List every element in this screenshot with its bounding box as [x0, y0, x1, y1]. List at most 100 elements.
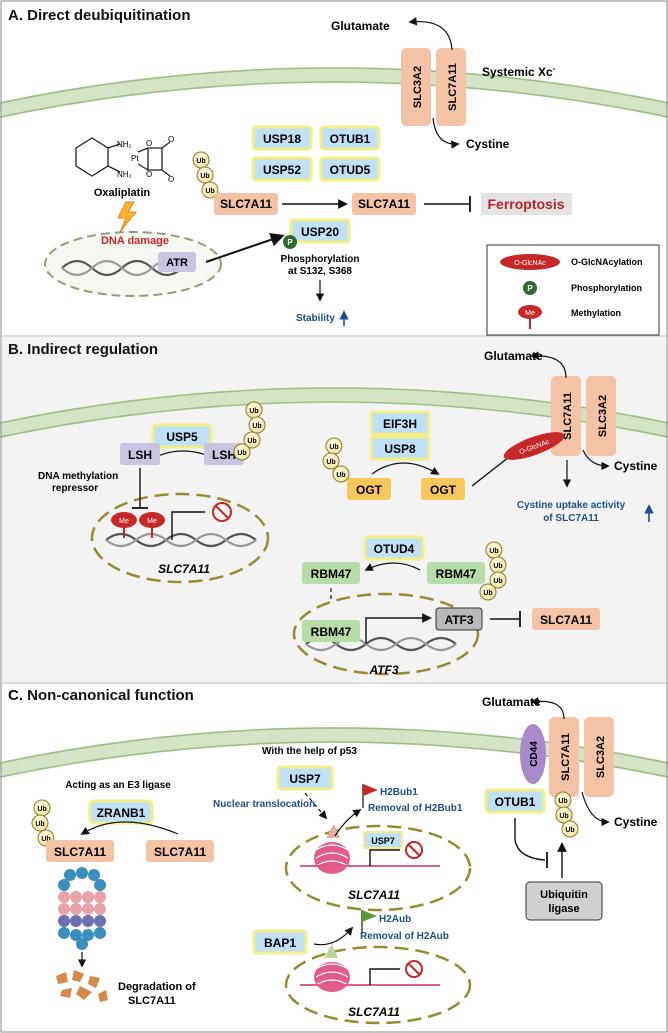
ub-label: Ub	[493, 578, 502, 585]
oglcnac-modification-icon	[503, 432, 565, 460]
atr-label: ATR	[166, 257, 188, 269]
slc7a11-target-box	[532, 608, 600, 630]
otud4-box	[363, 535, 425, 561]
slc7a11-stable-label: SLC7A11	[358, 197, 410, 211]
ub-label: Ub	[483, 590, 492, 597]
gene-slc7a11-c1-label: SLC7A11	[348, 888, 400, 902]
glutamate-b-label: Glutamate	[484, 349, 543, 363]
gene-slc7a11-c2-label: SLC7A11	[348, 1005, 400, 1019]
slc3a2-label: SLC3A2	[412, 66, 424, 108]
lsh-right-box	[204, 443, 244, 465]
no-transcription-icon	[405, 960, 423, 978]
dna-damage-label: DNA damage	[101, 235, 169, 247]
slc3a2-transporter-b	[586, 376, 616, 456]
methylation-legend-label: Me	[525, 310, 535, 317]
membrane-edge	[0, 81, 668, 118]
panel-a: A. Direct deubiquitination SLC3A2 SLC7A1…	[0, 2, 668, 336]
nh2-text: NH₂	[117, 170, 132, 179]
otub1-c-label: OTUB1	[495, 795, 536, 809]
slc7a11-ubiquitinated-box	[214, 193, 278, 215]
h2aub-removal-arrow	[313, 926, 354, 946]
oglcnac-legend-label: O-GlcNAc	[514, 260, 546, 267]
bap1-label: BAP1	[264, 936, 296, 950]
removal-h2aub-label: Removal of H2Aub	[360, 931, 449, 942]
removal-h2bub1-label: Removal of H2Bub1	[368, 803, 463, 814]
usp7-box	[276, 765, 334, 791]
me-label: Me	[119, 518, 129, 525]
glutamate-export-arrow-c	[530, 697, 565, 720]
ub-label: Ub	[37, 806, 46, 813]
lsh-right-label: LSH	[212, 448, 236, 462]
ogt-right-label: OGT	[430, 483, 457, 497]
atf3-transcription-arrow	[365, 613, 432, 644]
systemic-xc-label: Systemic Xc-	[482, 64, 556, 79]
nuclear-translocation-label: Nuclear translocation	[213, 799, 315, 810]
ub-label: Ub	[41, 836, 50, 843]
ub-label: Ub	[196, 158, 205, 165]
uptake-line1: Cystine uptake activity	[517, 500, 626, 511]
slc7a11-transporter-c-label: SLC7A11	[560, 733, 572, 781]
oglcnac-legend-text: O-GlcNAcylation	[571, 257, 643, 267]
usp7-nuclear-label: USP7	[371, 836, 395, 846]
nucleosome-icon	[314, 842, 350, 874]
rbm47-left-label: RBM47	[311, 567, 352, 581]
cystine-import-arrow-c	[581, 791, 610, 827]
zranb1-ubiquitination-arrow	[80, 821, 179, 835]
o-text: O	[146, 139, 152, 148]
uptake-line2: of SLC7A11	[543, 513, 599, 524]
dna-helix-icon	[105, 532, 257, 548]
ub-label: Ub	[326, 459, 335, 466]
eif3h-box	[369, 410, 431, 436]
cystine-import-arrow-b	[582, 449, 610, 471]
atr-box	[158, 252, 196, 272]
ub-chain-a: Ub Ub Ub	[192, 151, 219, 199]
phospho-p-label: P	[287, 238, 293, 247]
nh2-text: NH₂	[117, 140, 132, 149]
usp8-box	[369, 435, 431, 461]
ubiquitin-ligase-line1: Ubiquitin	[540, 889, 588, 901]
ub-label: Ub	[559, 813, 568, 820]
rbm47-left-box	[302, 562, 360, 584]
panel-a-title: A. Direct deubiquitination	[8, 7, 191, 24]
degradation-line2: SLC7A11	[128, 995, 176, 1007]
panel-c-title: C. Non-canonical function	[8, 687, 194, 704]
dna-helix-icon	[105, 532, 257, 548]
lsh-left-label: LSH	[128, 448, 152, 462]
dna-helix-icon	[305, 636, 457, 652]
methylation-mark-icon	[111, 512, 137, 528]
promoter-line	[171, 511, 205, 540]
slc3a2-transporter-c	[584, 717, 614, 797]
cell-membrane-a	[0, 67, 668, 118]
gene-slc7a11-label: SLC7A11	[158, 562, 210, 576]
glutamate-export-arrow	[408, 17, 453, 51]
rbm47-nuclear-label: RBM47	[311, 625, 352, 639]
nucleus-b2	[292, 592, 480, 676]
phospho-legend-icon	[523, 281, 537, 295]
phospho-legend-text: Phosphorylation	[571, 283, 642, 293]
no-transcription-icon	[405, 841, 423, 859]
panel-b: B. Indirect regulation SLC7A11 SLC3A2 Gl…	[0, 337, 668, 682]
dna-methylation-line2: repressor	[52, 483, 98, 494]
o-text: O	[146, 170, 152, 179]
slc7a11-transporter-label: SLC7A11	[447, 63, 459, 111]
otub1-c-box	[484, 788, 546, 814]
ogt-deubiquitination-arrow	[371, 462, 440, 475]
promoter-line	[369, 849, 400, 866]
ub-chain-slc7a11-c: Ub Ub Ub	[554, 791, 579, 838]
cystine-import-arrow	[432, 117, 460, 149]
gene-atf3-label: ATF3	[368, 663, 398, 677]
usp5-label: USP5	[166, 430, 198, 444]
nucleosome-wrap	[315, 963, 349, 986]
phospho-line2: at S132, S368	[288, 266, 352, 277]
methylation-legend-icon	[518, 305, 542, 319]
h2aub-faded-flag-icon	[324, 944, 338, 958]
slc3a2-transporter-b-label: SLC3A2	[597, 395, 609, 437]
eif3h-label: EIF3H	[383, 417, 417, 431]
zranb1-label: ZRANB1	[97, 806, 146, 820]
rbm47-right-label: RBM47	[436, 567, 477, 581]
nucleosome-wrap	[315, 844, 349, 867]
methylation-legend-text: Methylation	[571, 308, 621, 318]
